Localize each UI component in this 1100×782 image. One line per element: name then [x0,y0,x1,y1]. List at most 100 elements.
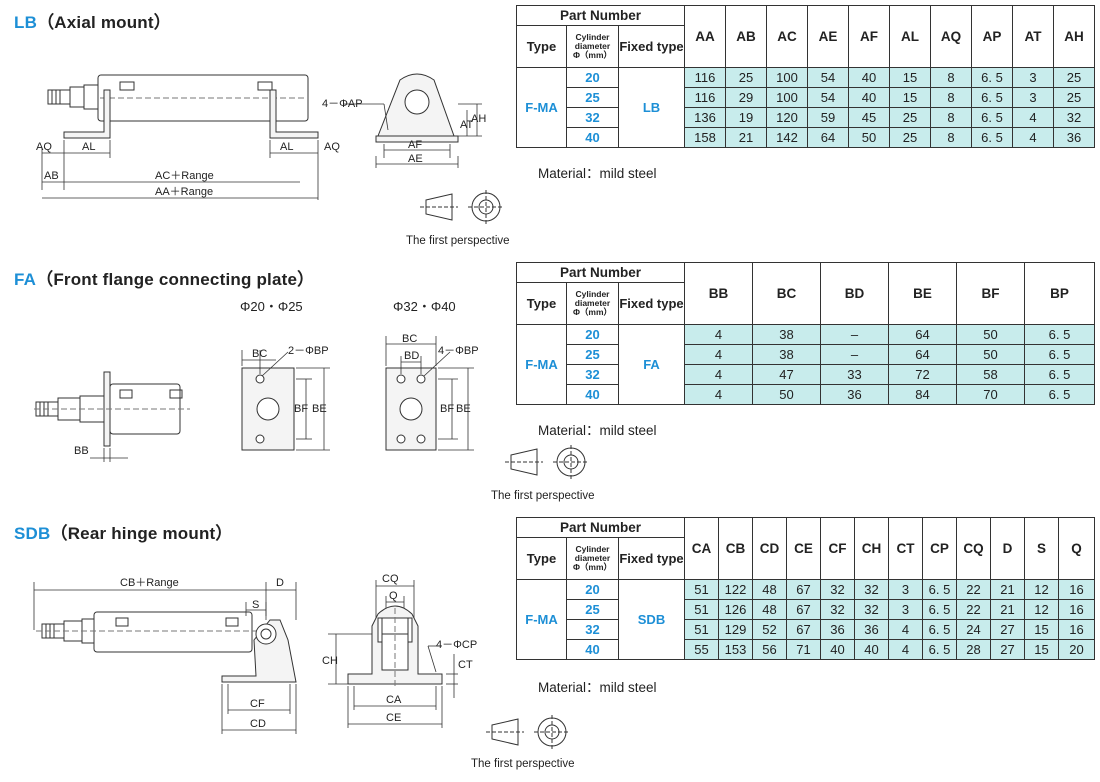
label-bp-small: 2－ΦBP [288,345,329,357]
lb-side-drawing: AQ AL AL AQ AB AC＋Range AA＋Range [36,74,340,200]
lb-col-type: Type [516,25,567,68]
sdb-col-fixed-type: Fixed type [618,537,685,580]
sdb-col-d: D [990,517,1025,580]
label-ca: CA [386,694,402,706]
label-aq-left: AQ [36,141,52,153]
label-cq: CQ [382,573,399,585]
lb-col-ah: AH [1053,5,1095,68]
fa-perspective-symbol [505,445,589,479]
lb-col-at: AT [1012,5,1054,68]
label-ct: CT [458,659,473,671]
label-ap: 4－ΦAP [322,98,363,110]
sdb-col-type: Type [516,537,567,580]
label-al-left: AL [82,141,95,153]
label-cd: CD [250,718,266,730]
fa-sub-left: Φ20・Φ25 [240,299,303,314]
lb-col-aq: AQ [930,5,972,68]
label-ch: CH [322,655,338,667]
lb-fixed-cell: LB [618,67,685,148]
sdb-col-ce: CE [786,517,821,580]
lb-col-al: AL [889,5,931,68]
label-at: AT [460,119,474,131]
label-bc-small: BC [252,348,267,360]
fa-side-drawing: BB [34,371,190,462]
sdb-spec-table: Part Number CA CB CD CE CF CH CT CP CQ D… [516,517,1095,660]
fa-type-cell: F-MA [516,324,567,405]
label-q: Q [389,590,398,602]
fa-part-number-header: Part Number [516,262,685,283]
fa-col-bc: BC [752,262,821,325]
fa-col-fixed-type: Fixed type [618,282,685,325]
fa-section-title: FA（Front flange connecting plate） [14,265,314,290]
lb-col-ab: AB [725,5,767,68]
label-al-right: AL [280,141,293,153]
lb-section-title: LB（Axial mount） [14,8,171,33]
label-be-large: BE [456,403,471,415]
lb-part-number-header: Part Number [516,5,685,26]
lb-code: LB [14,13,38,32]
sdb-part-number-header: Part Number [516,517,685,538]
sdb-hinge-drawing: CQ Q 4－ΦCP CH CT CA CE [322,573,477,728]
sdb-col-q: Q [1058,517,1095,580]
lb-type-cell: F-MA [516,67,567,148]
fa-plate-large-drawing: BC BD 4－ΦBP BF BE [385,333,479,451]
fa-fixed-cell: FA [618,324,685,405]
sdb-type-cell: F-MA [516,579,567,660]
fa-col-be: BE [888,262,957,325]
label-cf: CF [250,698,265,710]
label-bf-small: BF [294,403,308,415]
lb-name: （Axial mount） [37,13,171,32]
lb-spec-table: Part Number AA AB AC AE AF AL AQ AP AT A… [516,5,1095,148]
sdb-name: （Rear hinge mount） [50,524,233,543]
lb-col-af: AF [848,5,890,68]
label-aa-range: AA＋Range [155,186,213,198]
sdb-perspective-label: The first perspective [471,758,575,770]
sdb-section-title: SDB（Rear hinge mount） [14,519,233,544]
sdb-col-cq: CQ [956,517,991,580]
sdb-col-cb: CB [718,517,753,580]
label-af: AF [408,139,422,151]
label-bc-large: BC [402,333,417,345]
label-s: S [252,599,259,611]
label-aq-right: AQ [324,141,340,153]
label-ac-range: AC＋Range [155,170,214,182]
label-cp: 4－ΦCP [436,639,477,651]
fa-col-bp: BP [1024,262,1095,325]
lb-perspective-symbol [420,190,504,224]
sdb-code: SDB [14,524,51,543]
sdb-side-drawing: CB＋Range D S CF CD [33,577,297,734]
label-ah: AH [471,113,486,125]
sdb-col-ch: CH [854,517,889,580]
sdb-perspective-symbol [486,715,570,749]
label-ce: CE [386,712,401,724]
fa-sub-right: Φ32・Φ40 [393,299,456,314]
lb-material: Material：mild steel [538,166,657,181]
label-ab: AB [44,170,59,182]
sdb-col-cf: CF [820,517,855,580]
lb-col-fixed-type: Fixed type [618,25,685,68]
sdb-col-cp: CP [922,517,957,580]
lb-bracket-drawing: 4－ΦAP AT AH AF AE [322,73,486,168]
sdb-col-cd: CD [752,517,787,580]
fa-col-bf: BF [956,262,1025,325]
label-bd-large: BD [404,350,419,362]
fa-col-bb: BB [684,262,753,325]
label-bf-large: BF [440,403,454,415]
sdb-fixed-cell: SDB [618,579,685,660]
label-bb: BB [74,445,89,457]
label-d: D [276,577,284,589]
fa-code: FA [14,270,37,289]
label-ae: AE [408,153,423,165]
